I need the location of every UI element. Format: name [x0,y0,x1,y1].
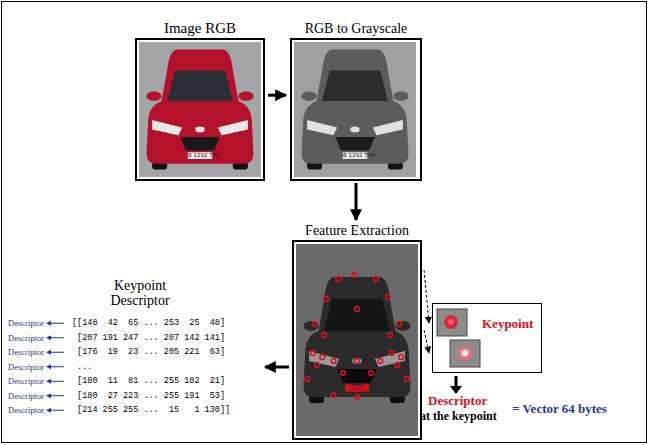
descriptor-tag: Descriptor [2,390,44,402]
box-heading: Keypoint Descriptor [90,278,190,308]
license-plate: B 1292 TYV [188,152,213,159]
descriptor-tag: Descriptor [2,404,44,416]
box-heading: RGB to Grayscale [301,21,411,36]
box-heading: Feature Extraction [302,223,412,238]
keypoint-label: Keypoint [482,316,533,332]
descriptor-matrix: Keypoint Descriptor[[148 42 65 ... 253 2… [66,312,262,422]
flow-arrow [265,366,289,369]
flow-arrow [268,94,286,97]
image-box: Image RGB [135,38,265,181]
keypoint-zoom-box: Keypoint [432,303,542,373]
matrix-row: [180 11 81 ... 255 182 21] [72,374,225,389]
flow-arrow [355,183,358,220]
box-heading: Image RGB [145,21,255,36]
keypoint-markers [305,273,409,400]
car-photo-gray [294,4,416,223]
down-arrow [450,376,462,394]
car-photo-features [296,229,418,445]
descriptor-note: at the keypoint [420,409,497,424]
image-box: Feature Extraction [292,240,422,440]
matrix-row: ... [72,360,92,375]
descriptor-tag: Descriptor [2,317,44,329]
keypoint-thumbnail [450,340,480,367]
descriptor-tag: Descriptor [2,332,44,344]
matrix-row: [180 27 223 ... 255 191 53] [72,389,225,404]
descriptor-title: Descriptor [428,393,487,409]
descriptor-pointers [46,321,64,413]
matrix-row: [176 19 23 ... 205 221 63] [72,345,225,360]
matrix-row: [214 255 255 ... 15 1 130]] [72,403,230,418]
matrix-row: [207 191 247 ... 207 142 141] [72,331,225,346]
matrix-row: [[148 42 65 ... 253 25 48] [72,316,225,331]
descriptor-tag: Descriptor [2,361,44,373]
descriptor-tag: Descriptor [2,375,44,387]
vector-size-note: = Vector 64 bytes [512,401,607,417]
image-box: RGB to Grayscale [290,38,422,181]
license-plate: B 1292 TYV [343,152,368,159]
descriptor-tag: Descriptor [2,346,44,358]
dashed-arrow [424,330,429,353]
keypoint-thumbnail [437,309,467,336]
dashed-arrow [424,270,429,323]
car-photo-rgb [139,4,261,223]
